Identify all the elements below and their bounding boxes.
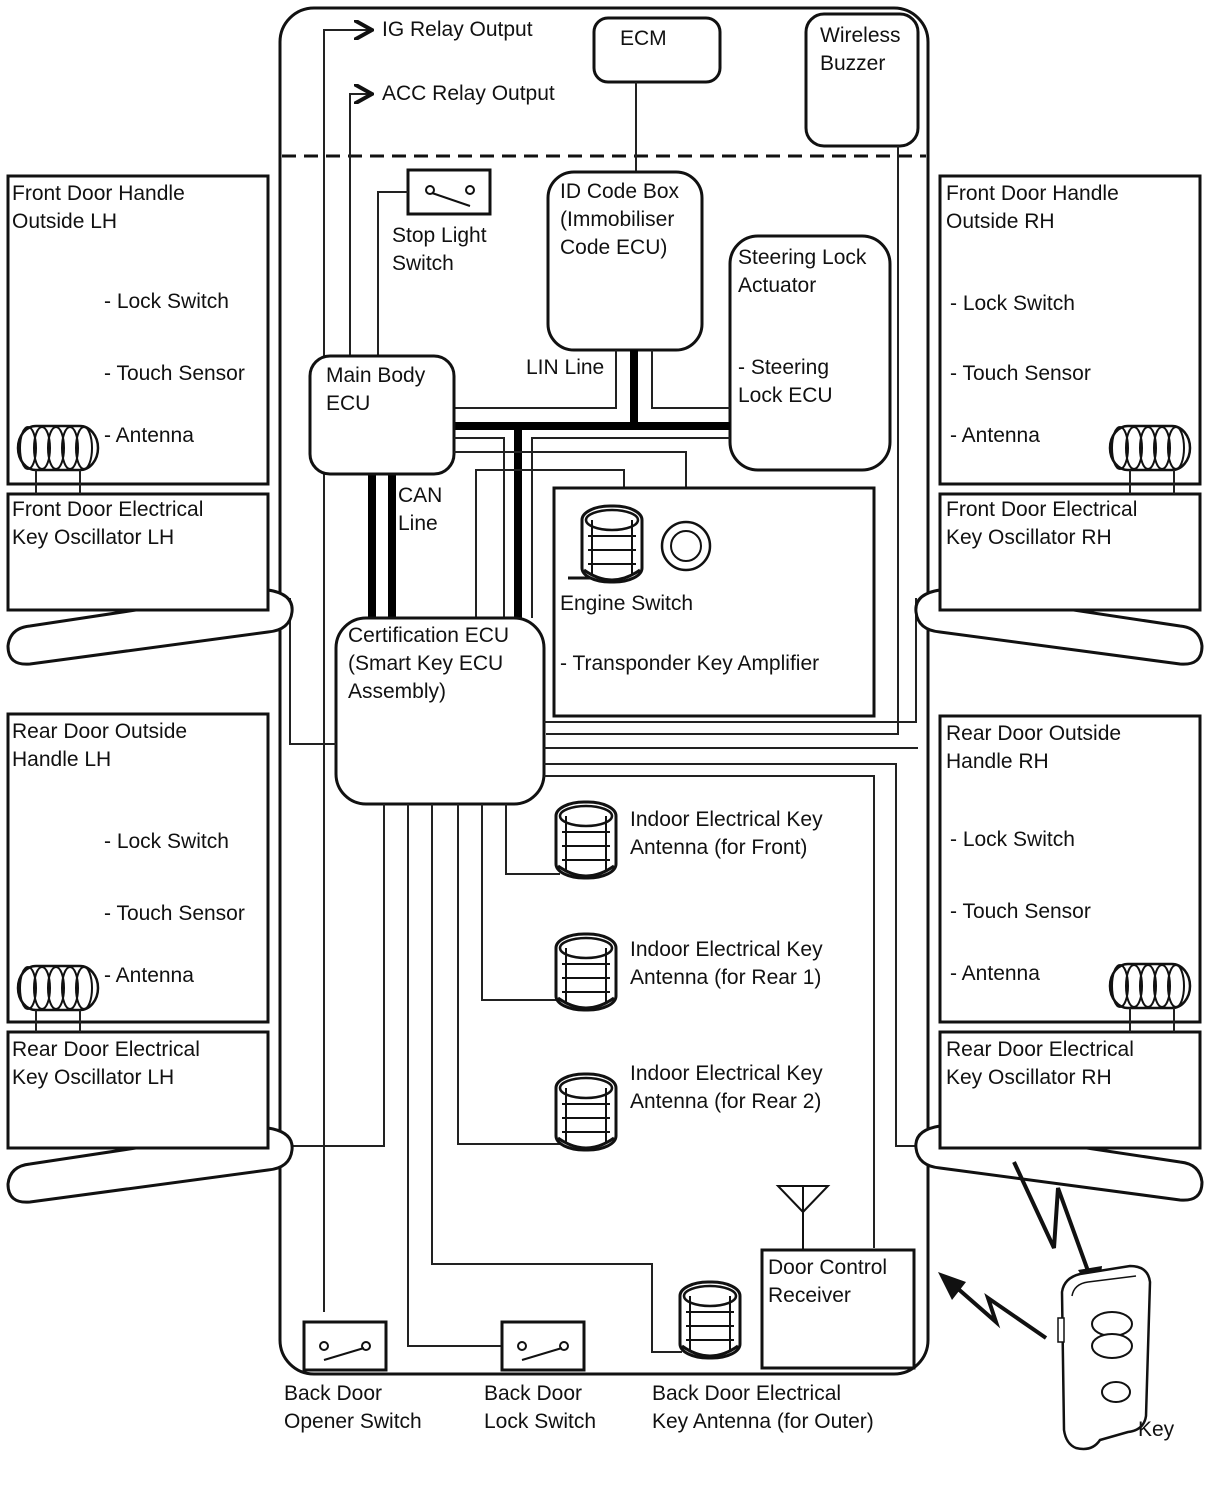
steering-lock-actuator-box [728, 234, 892, 472]
rear-lh-title-2: Handle LH [12, 748, 111, 771]
id-code-box-label-3: Code ECU) [560, 236, 667, 259]
engine-switch-button-icon [660, 520, 712, 572]
id-code-box [546, 170, 704, 352]
main-body-ecu-label-1: Main Body [326, 364, 426, 387]
front-lh-osc-2: Key Oscillator LH [12, 526, 174, 549]
steering-lock-label-1: Steering Lock [738, 246, 867, 269]
receiver-antenna-icon [775, 1185, 831, 1250]
rear-rh-touch-sensor: - Touch Sensor [950, 900, 1091, 923]
rear-rh-title-2: Handle RH [946, 750, 1049, 773]
wireless-buzzer-label-1: Wireless [820, 24, 901, 47]
front-lh-osc-1: Front Door Electrical [12, 498, 203, 521]
can-line-label-1: CAN [398, 484, 442, 507]
indoor-front-label-2: Antenna (for Front) [630, 836, 807, 859]
front-lh-antenna: - Antenna [104, 424, 194, 447]
rear-rh-osc-2: Key Oscillator RH [946, 1066, 1112, 1089]
front-lh-lock-switch: - Lock Switch [104, 290, 229, 313]
front-rh-osc-1: Front Door Electrical [946, 498, 1137, 521]
steering-lock-label-3: - Steering [738, 356, 829, 379]
ecm-box [592, 16, 722, 84]
front-door-lh: Front Door Handle Outside LH - Lock Swit… [6, 174, 294, 666]
rear-rh-osc-1: Rear Door Electrical [946, 1038, 1134, 1061]
indoor-antenna-front-icon [554, 800, 618, 880]
rear-lh-title-1: Rear Door Outside [12, 720, 187, 743]
rear-door-lh: Rear Door Outside Handle LH - Lock Switc… [6, 712, 294, 1204]
front-rh-antenna: - Antenna [950, 424, 1040, 447]
door-control-receiver-label-1: Door Control [768, 1256, 887, 1279]
front-lh-touch-sensor: - Touch Sensor [104, 362, 245, 385]
rear-rh-antenna: - Antenna [950, 962, 1040, 985]
front-rh-touch-sensor: - Touch Sensor [950, 362, 1091, 385]
certification-ecu-label-2: (Smart Key ECU [348, 652, 503, 675]
door-control-receiver-label-2: Receiver [768, 1284, 851, 1307]
acc-relay-wire [349, 94, 370, 356]
ecm-label: ECM [620, 27, 667, 50]
front-rh-lock-switch: - Lock Switch [950, 292, 1075, 315]
rear-lh-antenna: - Antenna [104, 964, 194, 987]
wireless-buzzer-label-2: Buzzer [820, 52, 885, 75]
wireless-buzzer-box [804, 12, 920, 148]
antenna-coil-icon [1108, 424, 1192, 472]
rear-lh-lock-switch: - Lock Switch [104, 830, 229, 853]
antenna-coil-icon [16, 424, 100, 472]
signal-from-key-icon [946, 1278, 1048, 1340]
back-door-antenna-label-2: Key Antenna (for Outer) [652, 1410, 874, 1433]
id-code-box-label-2: (Immobiliser [560, 208, 674, 231]
stop-light-switch-box [406, 168, 492, 216]
stop-light-switch-label-1: Stop Light [392, 224, 487, 247]
indoor-rear2-label-1: Indoor Electrical Key [630, 1062, 823, 1085]
can-line-label-2: Line [398, 512, 438, 535]
key-fob-icon [1057, 1264, 1152, 1451]
back-door-lock-label-2: Lock Switch [484, 1410, 596, 1433]
certification-ecu-label-3: Assembly) [348, 680, 446, 703]
indoor-rear1-label-1: Indoor Electrical Key [630, 938, 823, 961]
front-door-rh: Front Door Handle Outside RH - Lock Swit… [914, 174, 1204, 666]
certification-ecu-label-1: Certification ECU [348, 624, 509, 647]
main-body-ecu-label-2: ECU [326, 392, 370, 415]
back-door-opener-switch-box [302, 1320, 388, 1372]
certification-ecu-box [334, 616, 546, 806]
stop-light-switch-label-2: Switch [392, 252, 454, 275]
rear-rh-title-1: Rear Door Outside [946, 722, 1121, 745]
indoor-antenna-rear2-icon [554, 1072, 618, 1152]
vehicle-outline [278, 6, 930, 1376]
back-door-antenna-icon [678, 1280, 742, 1360]
indoor-rear1-label-2: Antenna (for Rear 1) [630, 966, 821, 989]
main-body-ecu-box [308, 354, 456, 476]
engine-switch-label: Engine Switch [560, 592, 693, 615]
back-door-antenna-label-1: Back Door Electrical [652, 1382, 841, 1405]
rear-lh-osc-1: Rear Door Electrical [12, 1038, 200, 1061]
steering-lock-label-4: Lock ECU [738, 384, 833, 407]
antenna-coil-icon [1108, 962, 1192, 1010]
back-door-lock-switch-box [500, 1320, 586, 1372]
indoor-antenna-rear1-icon [554, 932, 618, 1012]
front-rh-title-1: Front Door Handle [946, 182, 1119, 205]
rear-rh-lock-switch: - Lock Switch [950, 828, 1075, 851]
back-door-opener-label-2: Opener Switch [284, 1410, 422, 1433]
rear-lh-touch-sensor: - Touch Sensor [104, 902, 245, 925]
ig-relay-wire [323, 30, 370, 1312]
antenna-coil-icon [16, 964, 100, 1012]
steering-lock-label-2: Actuator [738, 274, 816, 297]
key-label: Key [1138, 1418, 1175, 1441]
front-lh-title-1: Front Door Handle [12, 182, 185, 205]
signal-to-key-icon [1012, 1161, 1094, 1283]
front-lh-title-2: Outside LH [12, 210, 117, 233]
back-door-opener-label-1: Back Door [284, 1382, 382, 1405]
front-rh-title-2: Outside RH [946, 210, 1055, 233]
door-control-receiver-box [760, 1248, 916, 1370]
id-code-box-label-1: ID Code Box [560, 180, 680, 203]
transponder-label: - Transponder Key Amplifier [560, 652, 819, 675]
front-rh-osc-2: Key Oscillator RH [946, 526, 1112, 549]
lin-line-label: LIN Line [526, 356, 604, 379]
rear-door-rh: Rear Door Outside Handle RH - Lock Switc… [914, 714, 1204, 1202]
indoor-rear2-label-2: Antenna (for Rear 2) [630, 1090, 821, 1113]
rear-lh-osc-2: Key Oscillator LH [12, 1066, 174, 1089]
acc-relay-label: ACC Relay Output [382, 82, 555, 105]
back-door-lock-label-1: Back Door [484, 1382, 582, 1405]
indoor-front-label-1: Indoor Electrical Key [630, 808, 823, 831]
ig-relay-label: IG Relay Output [382, 18, 533, 41]
engine-switch-coil-icon [580, 504, 644, 584]
